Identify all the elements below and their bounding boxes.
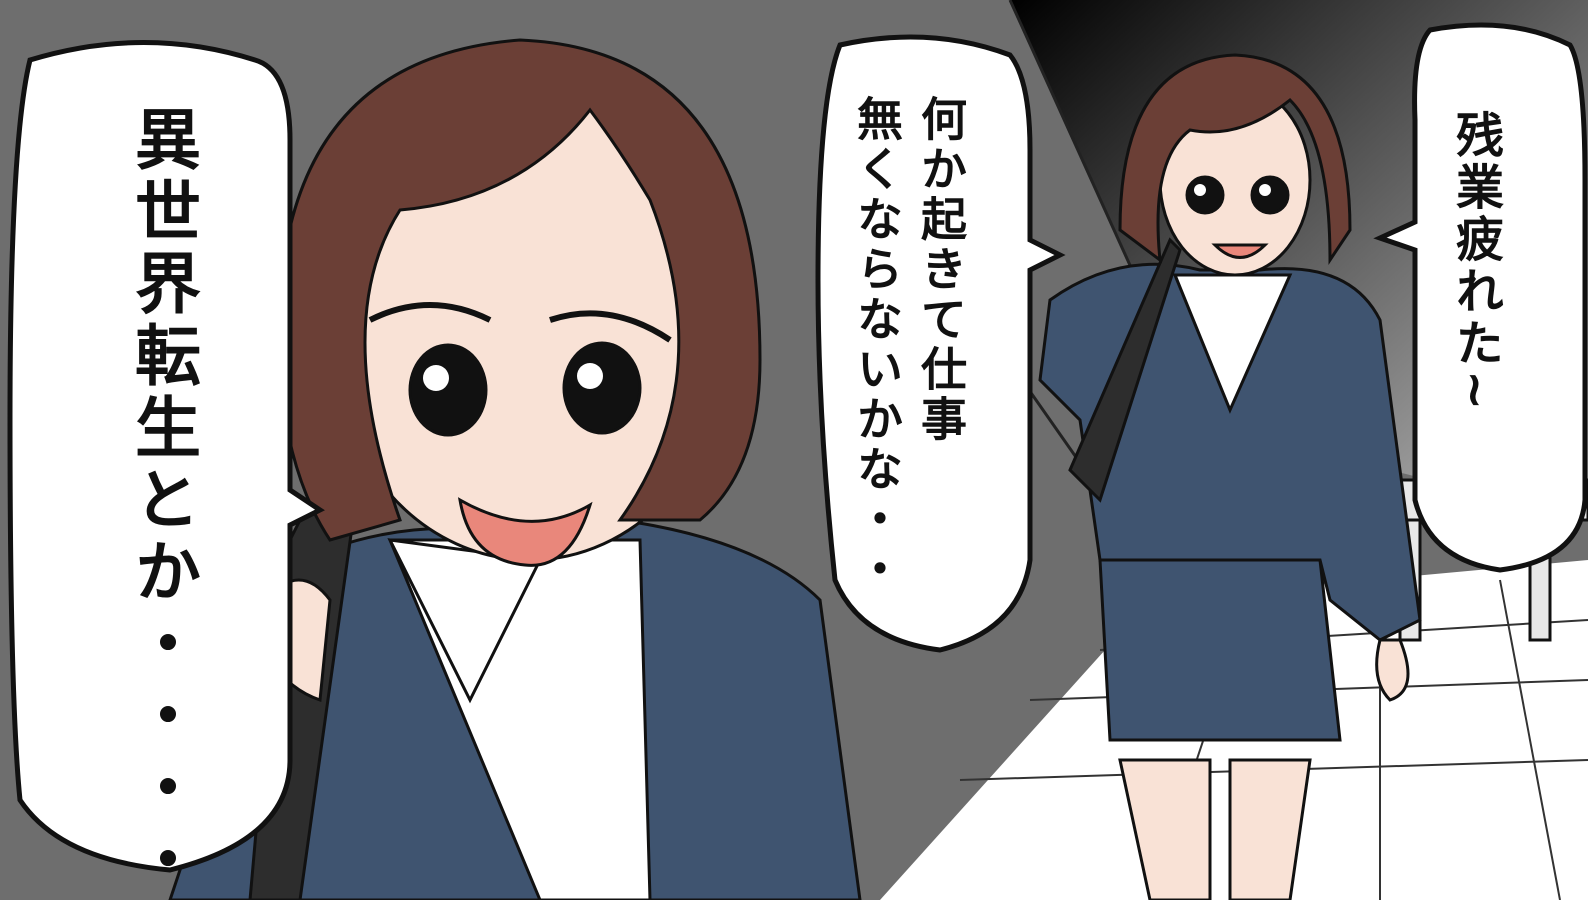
speech-text-isekai: 異世界転生とか・・・・ bbox=[124, 105, 201, 897]
bubble-right bbox=[1373, 22, 1588, 573]
left-character bbox=[168, 38, 862, 900]
speech-bubbles bbox=[7, 22, 1588, 873]
right-character bbox=[1038, 53, 1422, 900]
bubble-middle bbox=[815, 34, 1066, 653]
speech-text-work: 何か起きて仕事 無くならないかな・・ bbox=[850, 95, 968, 595]
speech-text-overtime: 残業疲れた~ bbox=[1447, 110, 1503, 415]
bubble-left bbox=[7, 40, 325, 873]
